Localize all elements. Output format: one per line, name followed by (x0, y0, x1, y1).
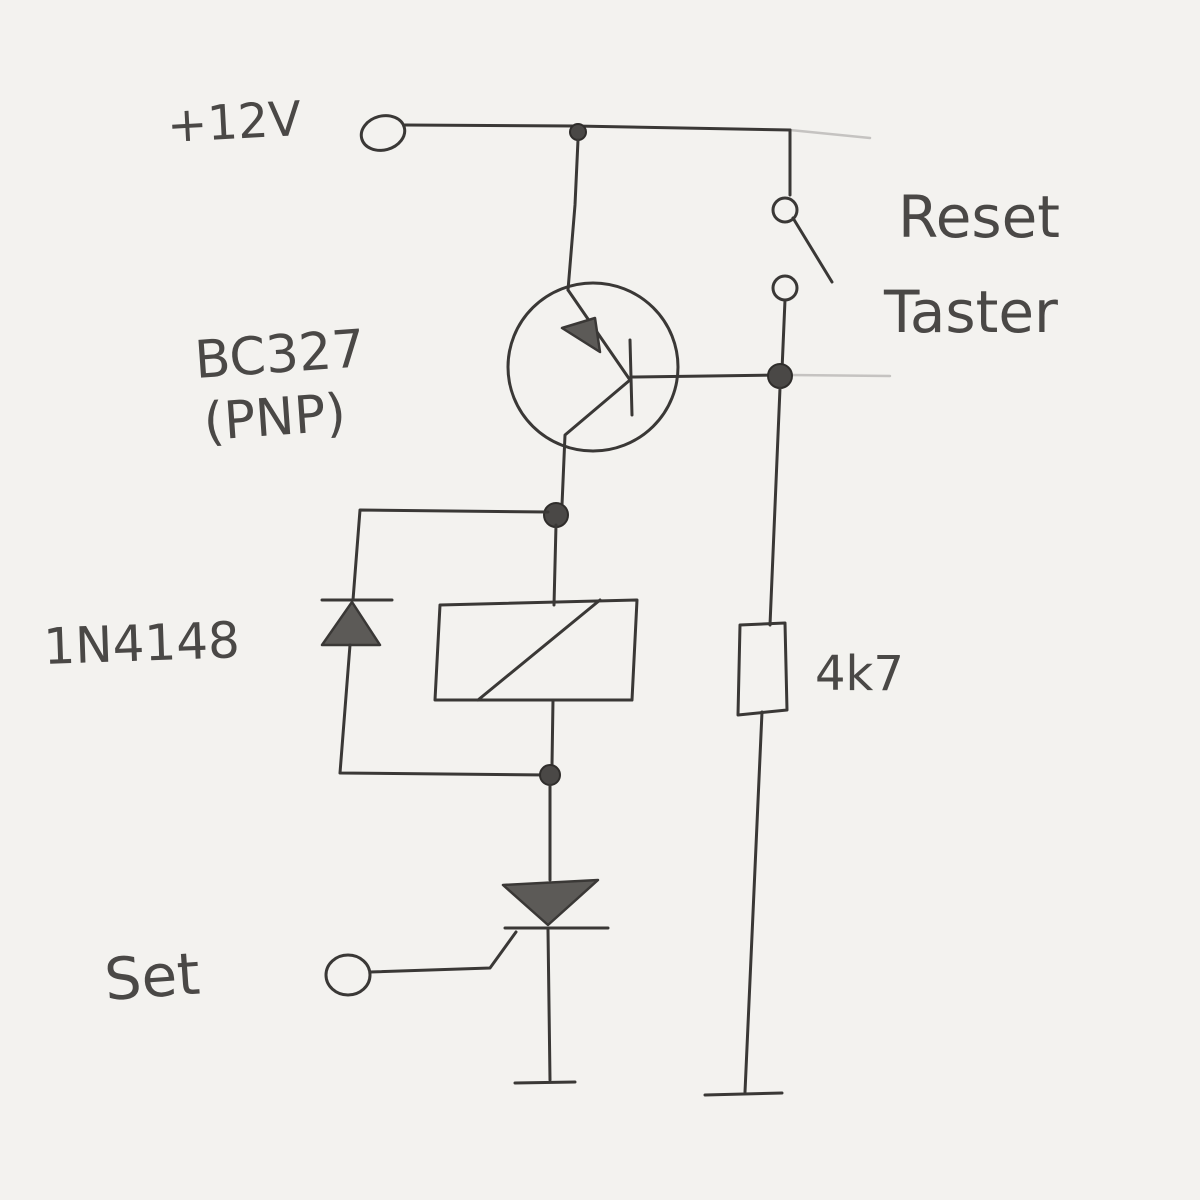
supply-terminal (359, 114, 407, 152)
ground-right (703, 1091, 784, 1097)
reset-label-line1: Reset (898, 183, 1060, 251)
junction-coil-bottom (539, 764, 561, 786)
set-label: Set (102, 939, 202, 1013)
supply-label: +12V (166, 91, 303, 154)
junction-supply (569, 123, 587, 141)
junction-base (767, 363, 793, 389)
ground-left (513, 1080, 577, 1085)
transistor-label-line1: BC327 (193, 319, 367, 391)
set-terminal (324, 953, 372, 997)
transistor-label-line2: (PNP) (202, 383, 348, 453)
reset-button-symbol (771, 128, 834, 372)
diode-1n4148-symbol (320, 508, 550, 777)
thyristor-symbol (368, 783, 610, 1082)
resistor-4k7-symbol (703, 386, 789, 1097)
transistor-bc327-symbol (506, 138, 892, 507)
diode-label: 1N4148 (42, 611, 240, 676)
resistor-label: 4k7 (815, 646, 904, 702)
relay-coil-symbol (433, 523, 639, 767)
junction-collector (543, 502, 569, 528)
reset-label-line2: Taster (883, 278, 1058, 346)
supply-rail (403, 123, 872, 140)
